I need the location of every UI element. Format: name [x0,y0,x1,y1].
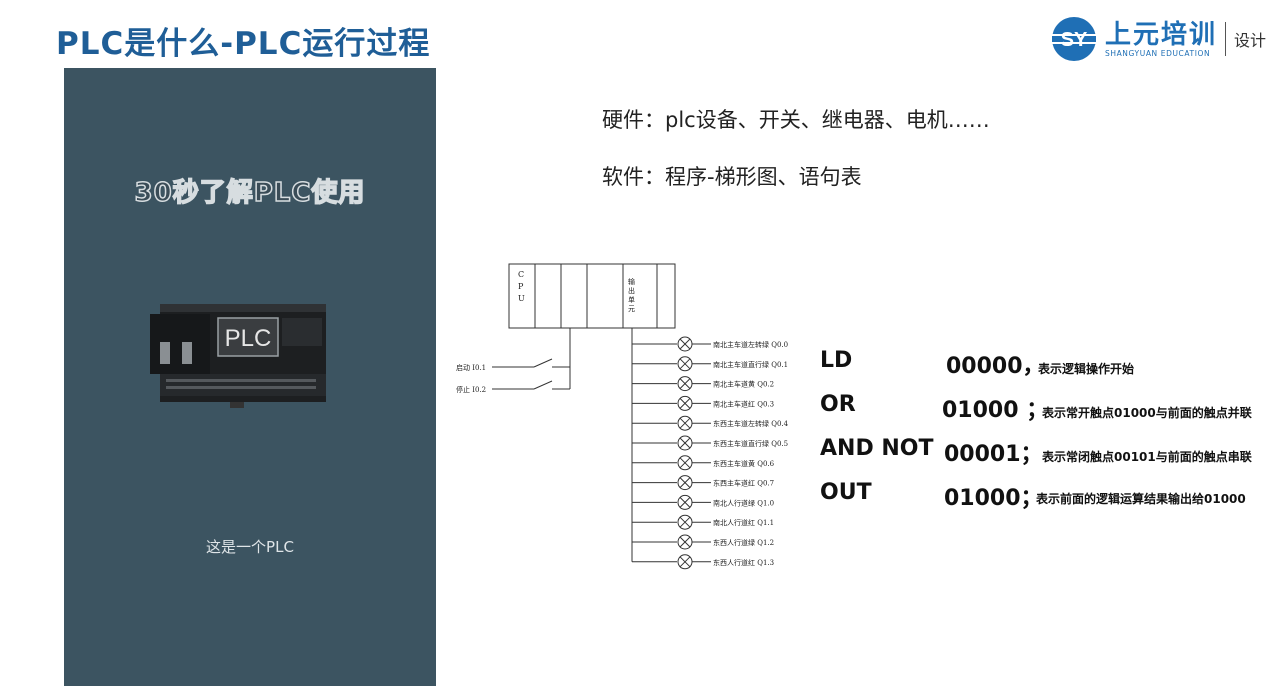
hardware-text: 硬件：plc设备、开关、继电器、电机…… [602,108,990,132]
rack-module [560,263,588,329]
lamp-cross [679,457,691,469]
lamp-cross [679,378,691,389]
lamp-cross [679,358,691,370]
output-label: 南北人行道绿 Q1.0 [713,498,774,507]
output-label: 南北人行道红 Q1.1 [713,518,774,527]
video-panel[interactable]: 30秒了解PLC使用 PLC 这是一个PLC [64,68,436,686]
output-label: 东西主车道黄 Q0.6 [713,459,775,468]
output-unit-label: 元 [628,305,635,313]
instruction-row: LD [820,348,852,373]
lamp-cross [679,516,691,528]
lamp-cross [679,556,691,568]
switch-contact [533,358,553,368]
instruction-addr-wrap: 01000； [944,480,1043,512]
output-label: 东西人行道绿 Q1.2 [713,538,774,547]
lamp-cross [679,477,691,488]
input-label: 启动 I0.1 [456,363,486,372]
output-unit-label: 输 [628,277,635,286]
video-caption: 这是一个PLC [206,538,294,556]
output-unit-label: 出 [628,286,635,295]
video-title: 30秒了解PLC使用 [134,177,366,209]
instruction-row: OR [820,392,856,417]
instruction-addr-wrap: 00001； [944,436,1043,468]
instruction-comment-wrap: 表示逻辑操作开始 [1038,358,1134,377]
logo-name-cn: 上元培训 [1104,19,1217,50]
instruction-comment-wrap: 表示常开触点01000与前面的触点并联 [1042,402,1252,421]
instruction-row: AND NOT [820,436,933,461]
instruction-comment: 表示常闭触点00101与前面的触点串联 [1042,450,1252,464]
switch-contact [533,380,553,390]
lamp-cross [679,398,691,409]
instruction-addr: 01000； [944,486,1043,511]
logo-mark-text: SY [1061,29,1088,51]
lamp-cross [679,497,691,508]
brand-logo: SY 上元培训 SHANGYUAN EDUCATION 设计 [1048,16,1266,62]
instruction-addr: 01000 ； [942,398,1049,423]
instruction-addr: 00000， [946,354,1045,379]
output-label: 东西主车道直行绿 Q0.5 [713,439,788,448]
lamp-cross [679,536,691,548]
instruction-comment: 表示前面的逻辑运算结果输出给01000 [1036,492,1246,506]
cpu-label: P [518,282,524,291]
logo-name-en: SHANGYUAN EDUCATION [1104,48,1211,58]
instruction-comment-wrap: 表示前面的逻辑运算结果输出给01000 [1036,488,1246,507]
plc-device-label: PLC [225,325,272,352]
output-label: 南北主车道左转绿 Q0.0 [713,340,788,349]
output-unit-label: 单 [628,295,635,304]
lamp-cross [679,437,691,449]
instruction-addr-wrap: 00000， [946,348,1045,380]
instruction-addr-wrap: 01000 ； [942,392,1048,424]
logo-divider [1224,22,1226,56]
output-label: 南北主车道红 Q0.3 [713,399,774,408]
instruction-op: AND NOT [820,436,934,461]
instruction-comment: 表示逻辑操作开始 [1038,362,1135,376]
instruction-row: OUT [820,480,872,505]
input-label: 停止 I0.2 [456,385,486,394]
software-text: 软件：程序-梯形图、语句表 [602,165,862,189]
output-label: 东西主车道左转绿 Q0.4 [713,419,789,428]
output-label: 南北主车道直行绿 Q0.1 [713,360,788,369]
slide-title: PLC是什么-PLC运行过程 [56,26,431,62]
instruction-comment: 表示常开触点01000与前面的触点并联 [1042,406,1252,420]
output-label: 南北主车道黄 Q0.2 [713,380,774,389]
logo-tag: 设计 [1233,31,1266,50]
output-label: 东西人行道红 Q1.3 [713,558,774,567]
instruction-op: OUT [820,480,872,505]
cpu-label: U [518,294,525,303]
lamp-cross [679,417,691,429]
plc-device-image: PLC [150,304,326,408]
output-label: 东西主车道红 Q0.7 [713,479,774,488]
instruction-addr: 00001； [944,442,1043,467]
cpu-label: C [518,270,524,279]
rack-module [656,263,676,329]
rack-module [586,263,624,329]
instruction-op: LD [820,348,853,373]
rack-module [534,263,562,329]
sy-logo-icon: SY [1048,17,1099,61]
instruction-op: OR [820,392,856,417]
instruction-comment-wrap: 表示常闭触点00101与前面的触点串联 [1042,446,1252,465]
lamp-cross [679,338,691,350]
